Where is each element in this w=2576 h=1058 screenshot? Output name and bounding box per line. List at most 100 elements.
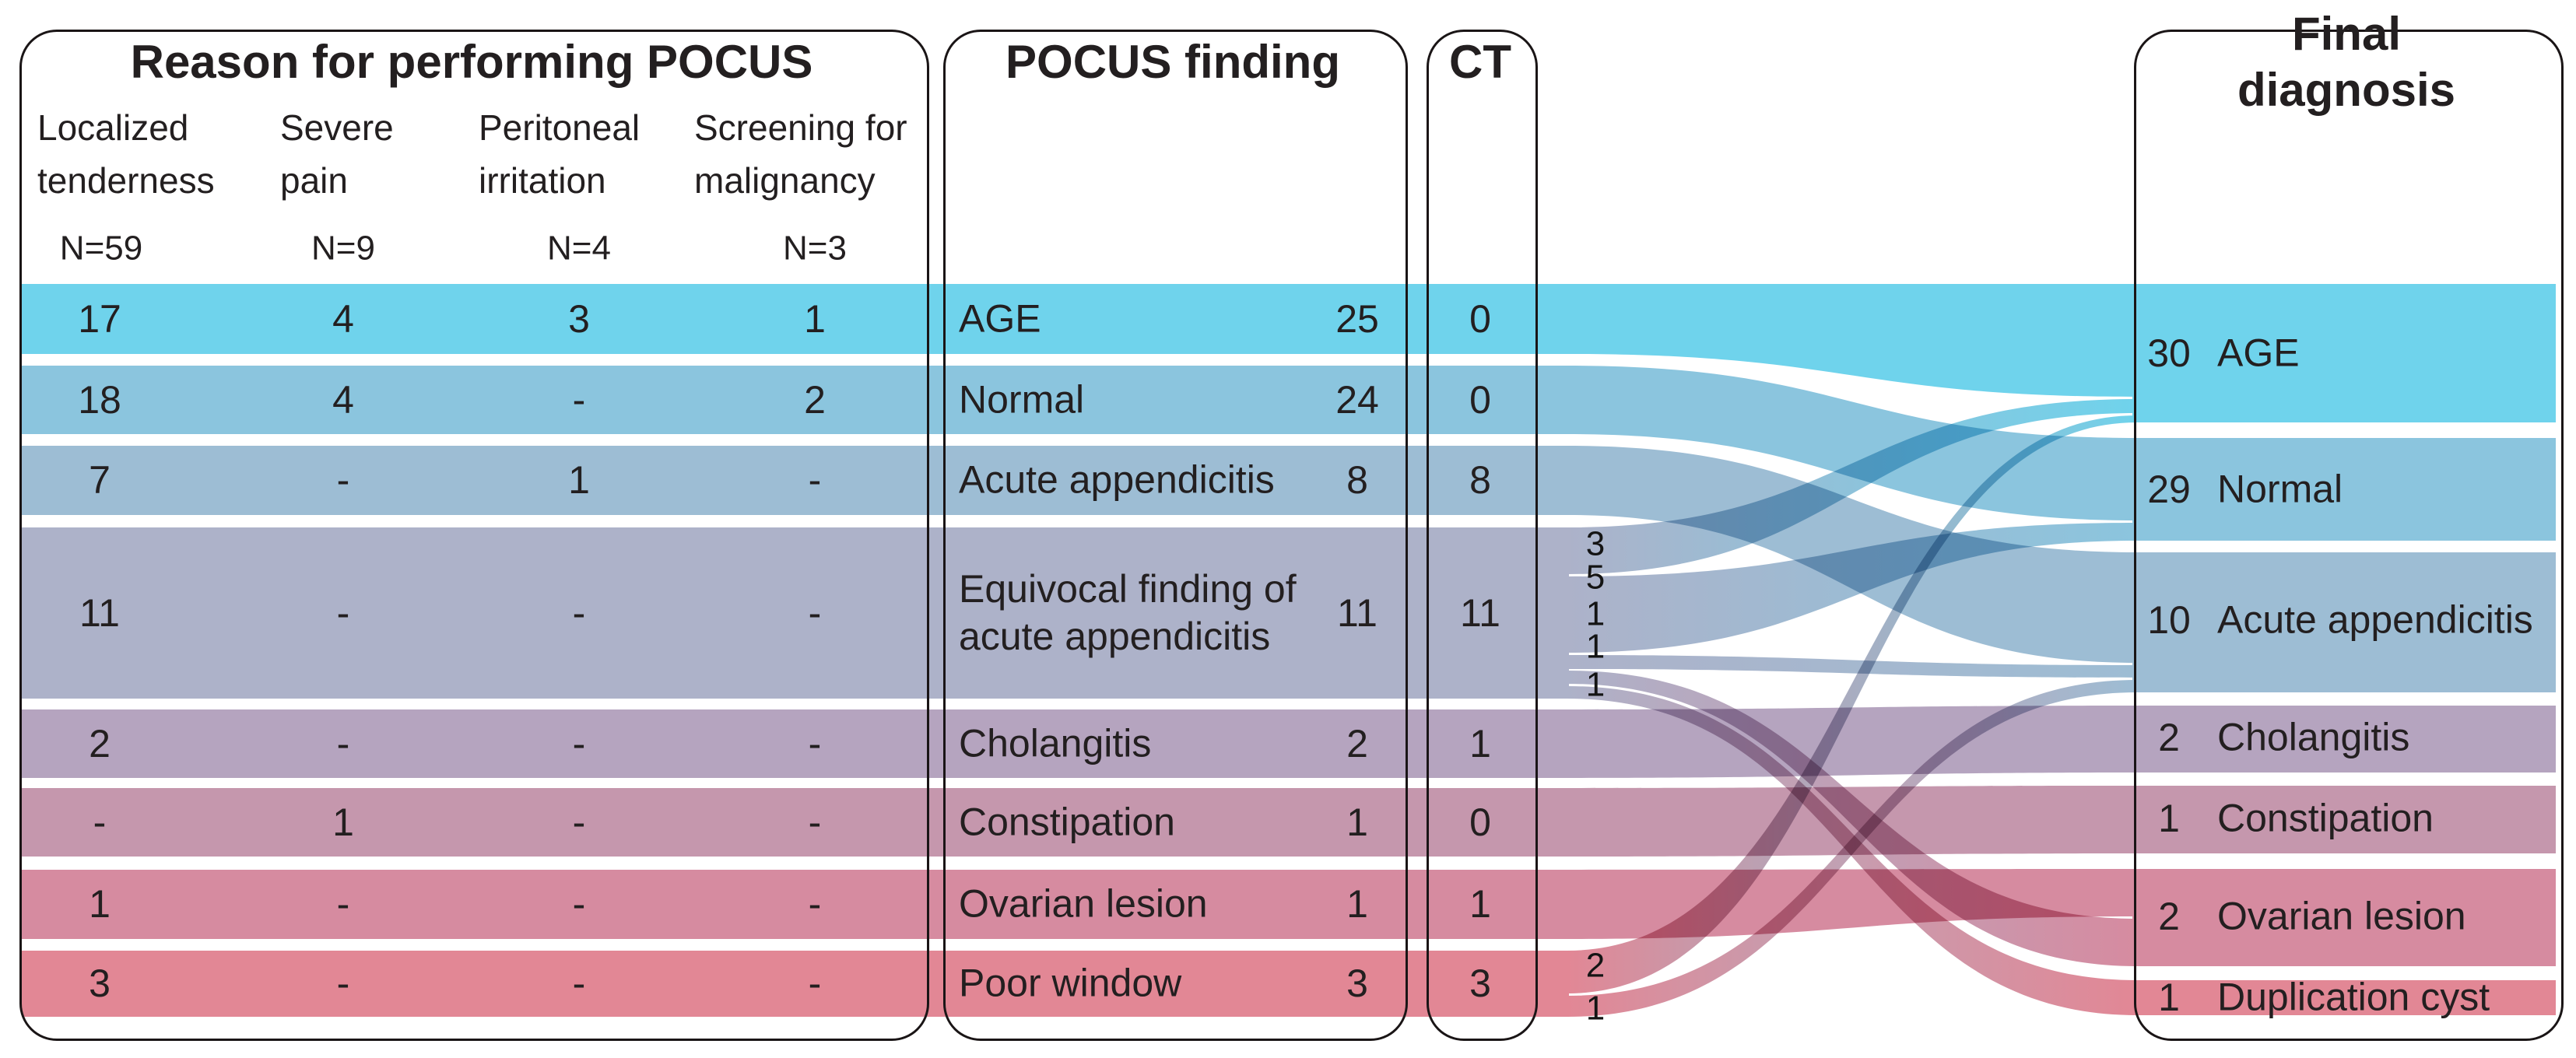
reason-cell: - [336,591,350,635]
reason-cell: - [336,882,350,926]
final-band-ovarian [2132,869,2556,966]
ct-count: 3 [1469,962,1491,1005]
final-count: 2 [2158,716,2180,759]
band-ovarian [22,870,1569,939]
reason-col-header-4: Screening for malignancy [694,107,907,201]
band-constipation [22,788,1569,857]
flow-equivocal-age [1567,399,2137,574]
pocus-finding-label: Normal [959,377,1085,422]
reason-cell: - [336,458,350,502]
panel-ct [1427,30,1538,1041]
pocus-finding-count: 8 [1346,458,1368,502]
reason-cell: - [93,801,107,844]
pocus-finding-count: 1 [1346,801,1368,844]
reason-cell: 3 [568,297,590,341]
final-count: 1 [2158,976,2180,1019]
final-label: AGE [2217,331,2300,375]
final-label: Cholangitis [2217,715,2410,759]
reason-cell: - [808,458,822,502]
band-age [22,284,1569,354]
flow-label-poorwindow-appendicitis: 1 [1585,989,1606,1028]
reason-col-header-3: Peritoneal irritation [479,107,640,201]
ct-count: 0 [1469,378,1491,422]
panel-title-pocus: POCUS finding [1005,36,1340,88]
reason-cell: 3 [89,962,111,1005]
reason-cell: - [808,722,822,765]
panel-title-ct: CT [1449,36,1511,88]
flow-label-equivocal-normal: 5 [1585,558,1606,597]
pocus-finding-label: Equivocal finding of acute appendicitis [959,567,1297,658]
reason-cell: - [572,378,586,422]
reason-cell: - [808,882,822,926]
final-band-cholangitis [2132,706,2556,772]
reason-cell: 1 [89,882,111,926]
final-label: Ovarian lesion [2217,894,2466,938]
flow-poorwindow-age [1567,415,2137,993]
panel-title-reason: Reason for performing POCUS [130,36,813,88]
final-band-duplication-cyst [2132,980,2556,1015]
flow-equivocal-appendicitis [1567,655,2137,678]
pocus-finding-count: 1 [1346,882,1368,926]
reason-cell: - [572,801,586,844]
final-band-age [2132,284,2556,422]
final-label: Normal [2217,467,2343,511]
band-equivocal [22,527,1569,699]
flow-poorwindow-appendicitis [1567,680,2137,1017]
ct-count: 1 [1469,882,1491,926]
flow-label-equivocal-ovarian: 1 [1585,627,1606,666]
final-count: 10 [2147,598,2191,642]
reason-cell: - [572,591,586,635]
panel-pocus [943,30,1408,1041]
reason-cell: - [572,722,586,765]
ct-count: 1 [1469,722,1491,765]
flow-label-equivocal-duplication: 1 [1585,665,1606,704]
final-count: 1 [2158,797,2180,840]
pocus-finding-count: 25 [1335,297,1379,341]
pocus-finding-label: Acute appendicitis [959,457,1275,502]
flow-label-equivocal-appendicitis: 1 [1585,594,1606,633]
final-band-constipation [2132,786,2556,853]
pocus-finding-label: Cholangitis [959,721,1152,765]
final-label: Acute appendicitis [2217,597,2533,642]
flow-label-poorwindow-age: 2 [1585,946,1606,985]
flow-label-equivocal-age: 3 [1585,524,1606,563]
final-band-normal [2132,438,2556,541]
final-label: Duplication cyst [2217,975,2490,1019]
reason-cell: 17 [78,297,121,341]
band-acute-appendicitis [22,446,1569,515]
reason-col-header-1: Localized tenderness [37,107,215,201]
panel-title-final: Final diagnosis [2237,8,2456,116]
pocus-finding-count: 11 [1337,591,1377,635]
flow-equivocal-ovarian [1567,671,2137,966]
reason-cell: - [808,962,822,1005]
reason-cell: 7 [89,458,111,502]
final-count: 29 [2147,468,2191,511]
ct-count: 11 [1460,591,1500,635]
reason-cell: 4 [332,378,354,422]
reason-cell: 18 [78,378,121,422]
pocus-finding-count: 2 [1346,722,1368,765]
flow-cholangitis-cholangitis [1567,706,2137,778]
reason-cell: 1 [804,297,826,341]
final-count: 2 [2158,895,2180,938]
reason-cell: 1 [568,458,590,502]
reason-cell: - [808,801,822,844]
reason-col-n-3: N=4 [547,229,611,268]
pocus-finding-label: Ovarian lesion [959,881,1208,926]
final-band-acute-appendicitis [2132,552,2556,692]
pocus-finding-label: AGE [959,296,1041,341]
final-count: 30 [2147,331,2191,375]
panel-final [2134,30,2564,1041]
reason-cell: - [336,722,350,765]
reason-col-n-1: N=59 [59,229,143,268]
reason-col-n-4: N=3 [783,229,847,268]
reason-cell: 2 [89,722,111,765]
pocus-finding-label: Constipation [959,800,1175,844]
reason-cell: - [808,591,822,635]
reason-cell: - [572,962,586,1005]
reason-cell: 4 [332,297,354,341]
reason-col-n-2: N=9 [311,229,375,268]
reason-cell: 1 [332,801,354,844]
